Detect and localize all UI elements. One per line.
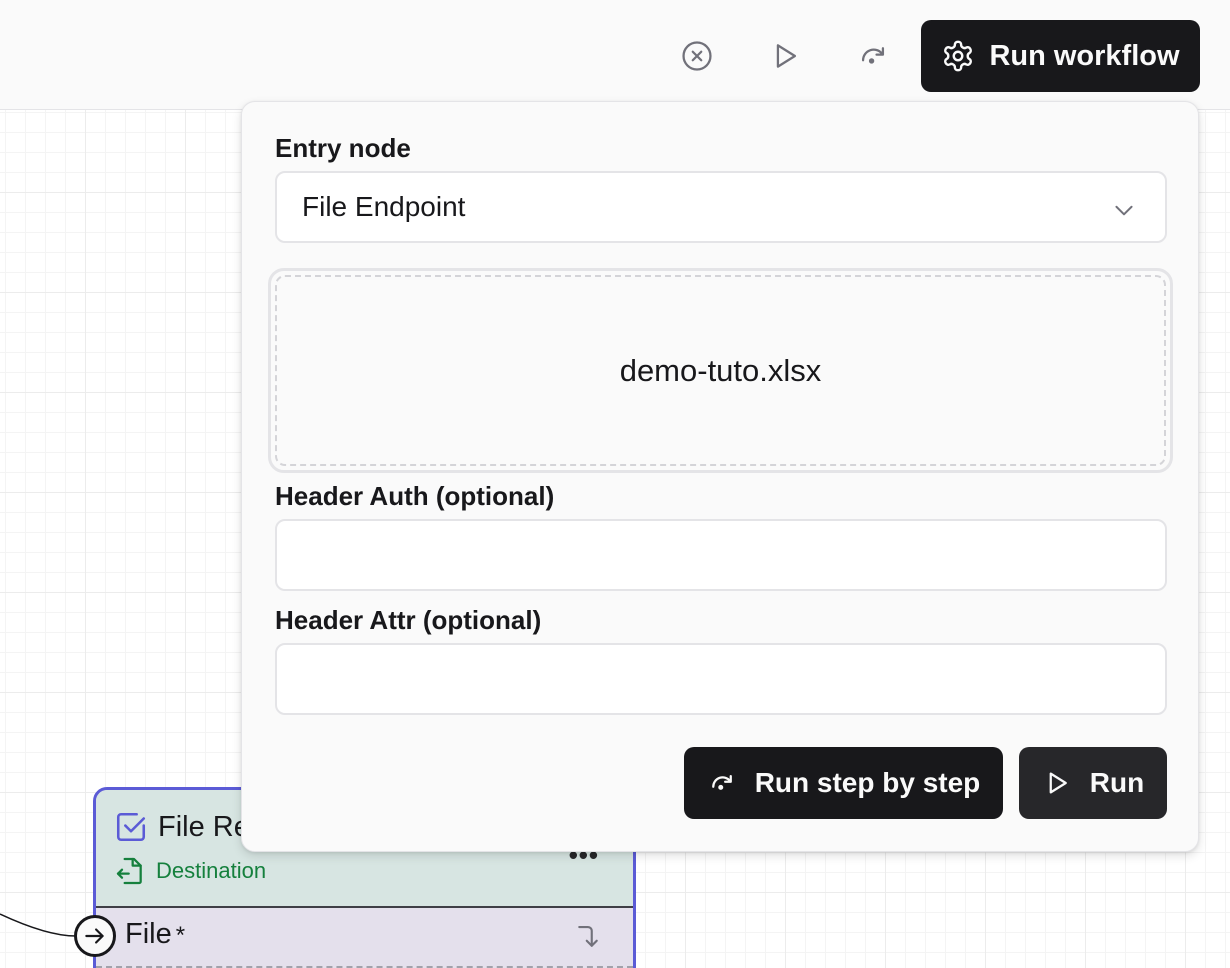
redo-step-icon[interactable] <box>851 34 895 78</box>
arrow-right-icon <box>85 928 104 944</box>
file-name: demo-tuto.xlsx <box>619 352 822 388</box>
required-mark: * <box>175 922 186 949</box>
node-type: Destination <box>114 854 266 888</box>
port-handle[interactable] <box>74 915 116 957</box>
file-output-icon <box>116 857 142 885</box>
stop-circle-icon[interactable] <box>675 34 719 78</box>
run-button[interactable]: Run <box>1019 747 1167 819</box>
header-auth-label: Header Auth (optional) <box>275 481 555 511</box>
redo-step-icon <box>711 775 732 790</box>
node-title: File Re <box>114 810 250 844</box>
port-label: File <box>125 918 172 950</box>
workflow-toolbar: Run workflow <box>0 0 1230 110</box>
node-input-port: File* <box>96 908 633 968</box>
gear-icon <box>944 40 973 72</box>
checkbox-icon <box>116 812 146 842</box>
node-type-label: Destination <box>156 858 267 883</box>
header-auth-input[interactable] <box>275 519 1167 591</box>
chevron-down-icon <box>1115 205 1133 216</box>
play-icon[interactable] <box>763 34 807 78</box>
file-dropzone[interactable]: demo-tuto.xlsx <box>268 268 1173 473</box>
header-attr-input[interactable] <box>275 643 1167 715</box>
run-label: Run <box>1089 767 1145 798</box>
run-workflow-button[interactable]: Run workflow <box>921 20 1200 92</box>
entry-node-select[interactable]: File Endpoint <box>275 171 1167 243</box>
header-attr-label: Header Attr (optional) <box>275 605 542 635</box>
run-workflow-popover: Entry node File Endpoint demo-tuto.xlsx … <box>241 101 1199 852</box>
run-workflow-label: Run workflow <box>989 39 1180 72</box>
play-icon <box>1049 772 1067 794</box>
entry-node-label: Entry node <box>275 133 411 163</box>
run-step-label: Run step by step <box>754 767 981 798</box>
corner-down-right-icon <box>578 925 598 947</box>
entry-node-value: File Endpoint <box>302 191 466 222</box>
run-step-by-step-button[interactable]: Run step by step <box>684 747 1003 819</box>
node-title-text: File Re <box>158 810 250 843</box>
